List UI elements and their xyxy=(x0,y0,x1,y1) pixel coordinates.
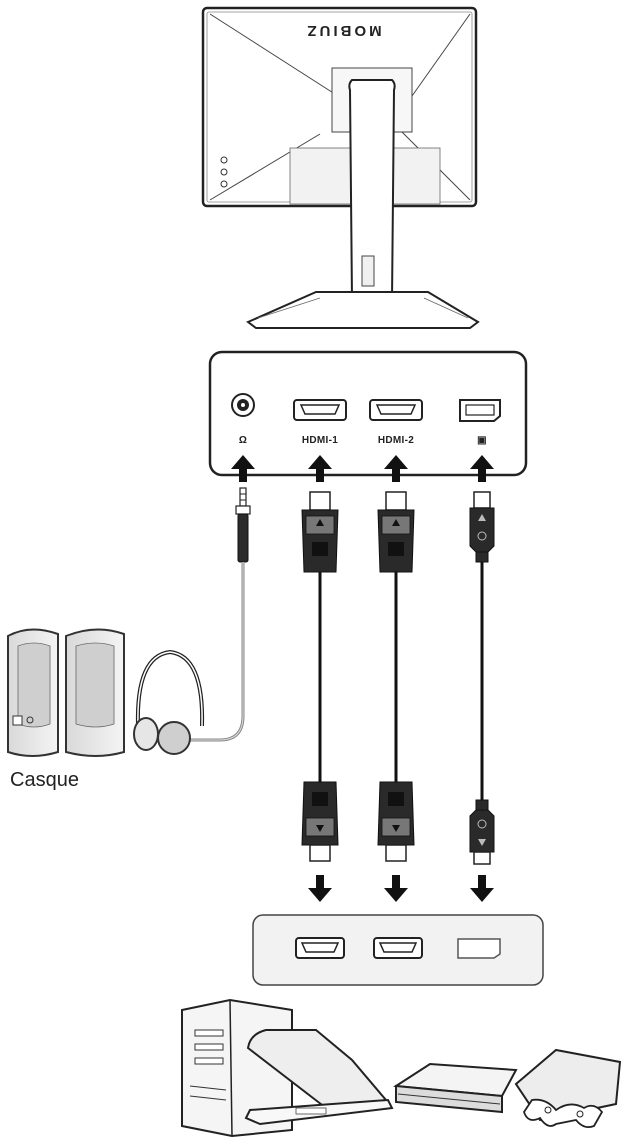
port-label-hdmi2: HDMI-2 xyxy=(378,435,414,446)
monitor-stand-base xyxy=(246,291,480,329)
displayport-icon[interactable] xyxy=(459,399,501,422)
source-port-panel xyxy=(252,914,544,986)
displayport-cable xyxy=(469,491,495,865)
port-label-headphone: Ω xyxy=(239,435,247,446)
hdmi-cable-1 xyxy=(301,491,339,862)
headphones-icon xyxy=(133,649,205,755)
monitor-button-icon xyxy=(220,168,228,176)
hdmi-port-icon[interactable] xyxy=(369,399,423,421)
port-label-hdmi1: HDMI-1 xyxy=(302,435,338,446)
laptop-icon xyxy=(244,1029,394,1126)
monitor-port-panel: Ω HDMI-1 HDMI-2 ▣ xyxy=(208,350,528,477)
monitor-brand: MOBIUZ xyxy=(304,22,381,39)
monitor-button-icon xyxy=(220,180,228,188)
gamepad-icon xyxy=(514,1048,622,1129)
port-label-dp: ▣ xyxy=(477,435,487,446)
monitor-port-panel-frame xyxy=(208,350,528,477)
hdmi-cable-2 xyxy=(377,491,415,862)
up-arrow-icon xyxy=(231,455,494,482)
hdmi-port-icon[interactable] xyxy=(295,937,345,959)
displayport-icon[interactable] xyxy=(457,938,501,959)
hdmi-port-icon[interactable] xyxy=(293,399,347,421)
down-arrow-icon xyxy=(308,875,494,902)
monitor-back: MOBIUZ xyxy=(201,6,480,329)
hdmi-port-icon[interactable] xyxy=(373,937,423,959)
audio-device-label: Casque xyxy=(10,769,79,791)
audio-cable xyxy=(186,487,251,742)
game-console-icon xyxy=(393,1062,518,1114)
monitor-button-icon xyxy=(220,156,228,164)
speakers-icon xyxy=(7,628,125,757)
